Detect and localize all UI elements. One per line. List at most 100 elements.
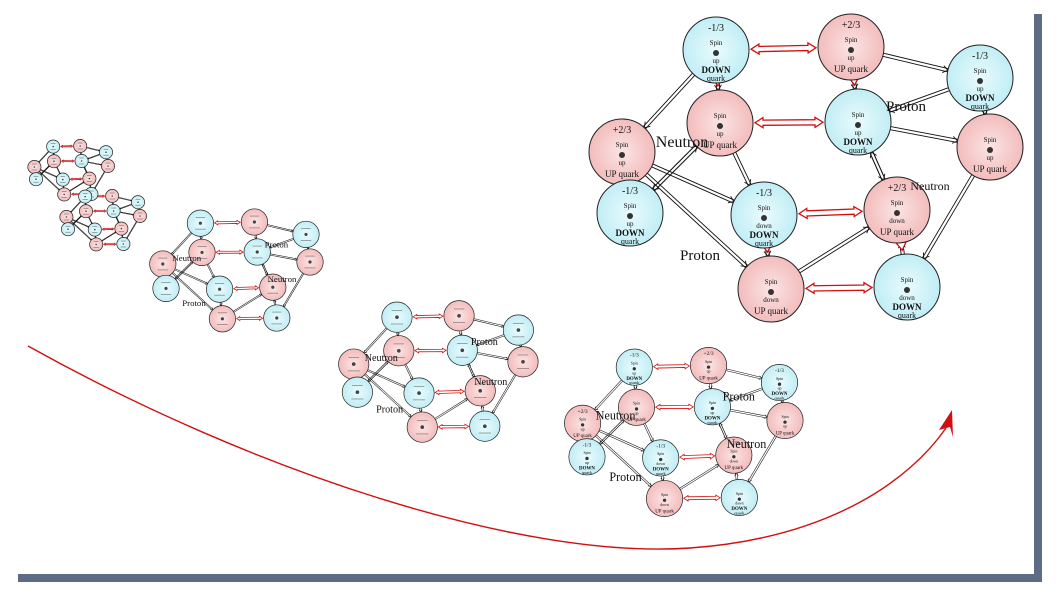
bond-line (171, 232, 192, 255)
neutron-label: Neutron (172, 253, 201, 263)
spin-label: Spin (845, 36, 858, 44)
quark-flavor-label: UP quark (725, 466, 744, 471)
quark-flavor-label: quark (755, 239, 773, 248)
bond-line (476, 334, 504, 345)
spin-label: Spin (710, 39, 723, 47)
bond-line (644, 423, 654, 442)
spin-label: Spin (736, 492, 743, 496)
bond-line (367, 360, 388, 382)
spin-direction-label: up (778, 387, 782, 391)
spin-ball-icon (848, 47, 854, 53)
bond-line (261, 264, 268, 276)
spin-ball-icon (777, 382, 782, 386)
spin-label: Spin (579, 418, 586, 422)
bond-line (654, 147, 699, 192)
spin-label: Spin (974, 67, 987, 75)
spin-ball-icon (308, 260, 312, 264)
quark-flavor-label: quark (707, 74, 725, 83)
spin-exchange-arrow (213, 219, 241, 226)
spin-label: Spin (616, 141, 629, 149)
quark-node-up (188, 238, 216, 266)
spin-exchange-arrow (235, 315, 264, 322)
bond-line (922, 174, 973, 259)
quark-node-down (87, 222, 102, 237)
quark-node-up (259, 273, 287, 301)
bond-line (599, 419, 624, 444)
bond-line (262, 263, 269, 275)
bond-line (924, 175, 975, 260)
bond-line (120, 211, 134, 215)
bond-line (363, 327, 387, 353)
quark-node-up (443, 300, 475, 332)
quark-flavor-label: quark (898, 311, 916, 320)
bond-line (233, 294, 263, 313)
bond-line (72, 219, 90, 227)
spin-exchange-arrow (753, 116, 825, 129)
bond-line (797, 225, 869, 271)
bond-line (40, 169, 57, 178)
spin-direction-label: up (635, 411, 639, 415)
spin-ball-icon (218, 287, 222, 291)
spin-exchange-arrow (101, 227, 115, 231)
neutron-label: Neutron (365, 353, 398, 364)
quark-node-up (82, 171, 97, 186)
quark-node-down (469, 410, 501, 442)
bond-line (882, 55, 948, 73)
charge-label: +2/3 (842, 20, 860, 31)
spin-label: Spin (758, 204, 771, 212)
down-quark-circle (568, 438, 606, 476)
charge-label: -1/3 (756, 188, 772, 199)
quark-node-up (27, 160, 42, 174)
spin-exchange-arrow (60, 159, 75, 163)
bond-line (40, 165, 50, 175)
quark-flavor-label: quark (629, 380, 640, 385)
neutron-label: Neutron (727, 437, 767, 451)
spin-ball-icon (122, 243, 125, 245)
spin-ball-icon (67, 228, 69, 230)
bond-line (88, 216, 93, 224)
spin-ball-icon (85, 210, 87, 212)
spin-ball-icon (84, 195, 86, 198)
bond-line (174, 269, 208, 285)
quark-flavor-label: UP quark (703, 140, 737, 150)
quark-node-down (292, 220, 320, 248)
quark-node-up (73, 139, 88, 153)
spin-ball-icon (632, 367, 636, 371)
quark-node-down (46, 139, 61, 154)
spin-direction-label: up (783, 425, 787, 429)
quark-node-down (206, 275, 234, 303)
spin-ball-icon (33, 166, 36, 168)
spin-ball-icon (894, 210, 900, 216)
spin-ball-icon (62, 178, 64, 181)
spin-ball-icon (460, 348, 465, 353)
quark-node-down (99, 145, 113, 160)
spin-ball-icon (713, 50, 719, 56)
progress-arrow-icon (939, 410, 953, 437)
bond-line (282, 272, 303, 307)
spin-ball-icon (580, 423, 585, 427)
quark-node-down (131, 195, 145, 210)
bond-line (118, 196, 132, 201)
spin-direction-label: up (707, 370, 711, 374)
spin-exchange-arrow (434, 388, 465, 396)
quark-flavor-label: quark (849, 146, 867, 155)
quark-flavor-label: UP quark (834, 64, 868, 74)
spin-ball-icon (63, 193, 65, 196)
bond-line (70, 201, 81, 213)
spin-ball-icon (987, 147, 993, 153)
spin-exchange-arrow (797, 205, 864, 220)
up-quark-circle (617, 388, 655, 426)
spin-direction-label: up (710, 411, 714, 415)
bond-line (730, 410, 768, 419)
quark-flavor-label: quark (656, 471, 667, 476)
